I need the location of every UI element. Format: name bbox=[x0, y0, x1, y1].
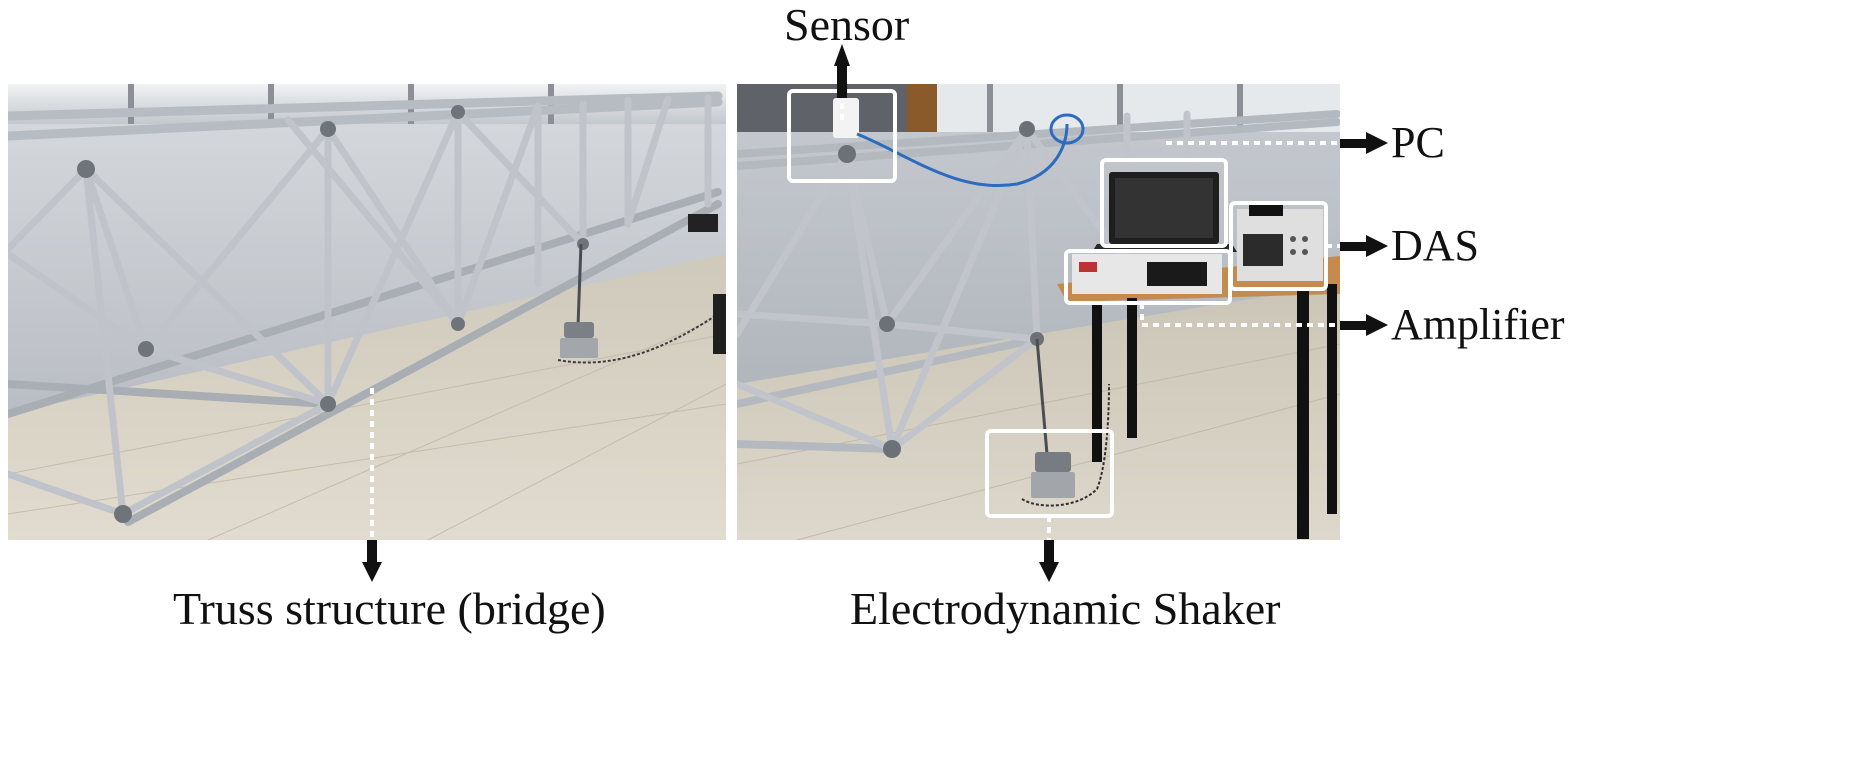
setup-photo bbox=[737, 84, 1340, 540]
pc-label: PC bbox=[1391, 118, 1445, 167]
das-label: DAS bbox=[1391, 221, 1480, 270]
shaker-arrow bbox=[1039, 540, 1059, 582]
amplifier-arrow bbox=[1340, 314, 1388, 336]
shaker-label: Electrodynamic Shaker bbox=[850, 583, 1281, 634]
truss-label: Truss structure (bridge) bbox=[173, 583, 606, 634]
truss-arrow bbox=[362, 540, 382, 582]
truss-photo-image bbox=[8, 84, 726, 540]
das-arrow bbox=[1340, 235, 1388, 257]
truss-photo bbox=[8, 84, 726, 540]
pc-arrow bbox=[1340, 132, 1388, 154]
sensor-label: Sensor bbox=[784, 0, 910, 50]
amplifier-label: Amplifier bbox=[1391, 300, 1565, 349]
setup-photo-image bbox=[737, 84, 1340, 540]
